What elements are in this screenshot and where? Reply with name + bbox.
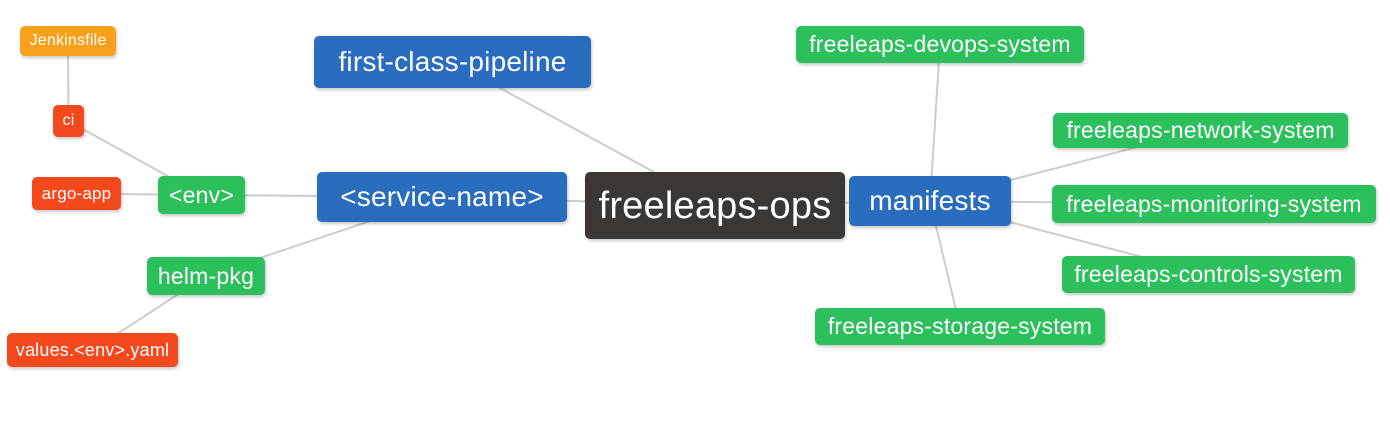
node-freeleaps-network-system[interactable]: freeleaps-network-system [1053, 113, 1348, 148]
node-jenkinsfile[interactable]: Jenkinsfile [20, 26, 116, 56]
node-freeleaps-controls-system[interactable]: freeleaps-controls-system [1062, 256, 1355, 293]
node-helm-pkg[interactable]: helm-pkg [147, 257, 265, 295]
edge-manifests--freeleaps-devops-system [929, 44, 941, 202]
node-freeleaps-ops[interactable]: freeleaps-ops [585, 172, 845, 239]
node-values-env-yaml[interactable]: values.<env>.yaml [7, 333, 178, 367]
node-env[interactable]: <env> [158, 176, 245, 214]
node-freeleaps-storage-system[interactable]: freeleaps-storage-system [815, 308, 1105, 345]
node-manifests[interactable]: manifests [849, 176, 1011, 226]
node-argo-app[interactable]: argo-app [32, 177, 121, 210]
node-service-name[interactable]: <service-name> [317, 172, 567, 222]
node-freeleaps-monitoring-system[interactable]: freeleaps-monitoring-system [1052, 185, 1376, 223]
node-freeleaps-devops-system[interactable]: freeleaps-devops-system [796, 26, 1084, 63]
node-ci[interactable]: ci [53, 105, 84, 137]
node-first-class-pipeline[interactable]: first-class-pipeline [314, 36, 591, 88]
